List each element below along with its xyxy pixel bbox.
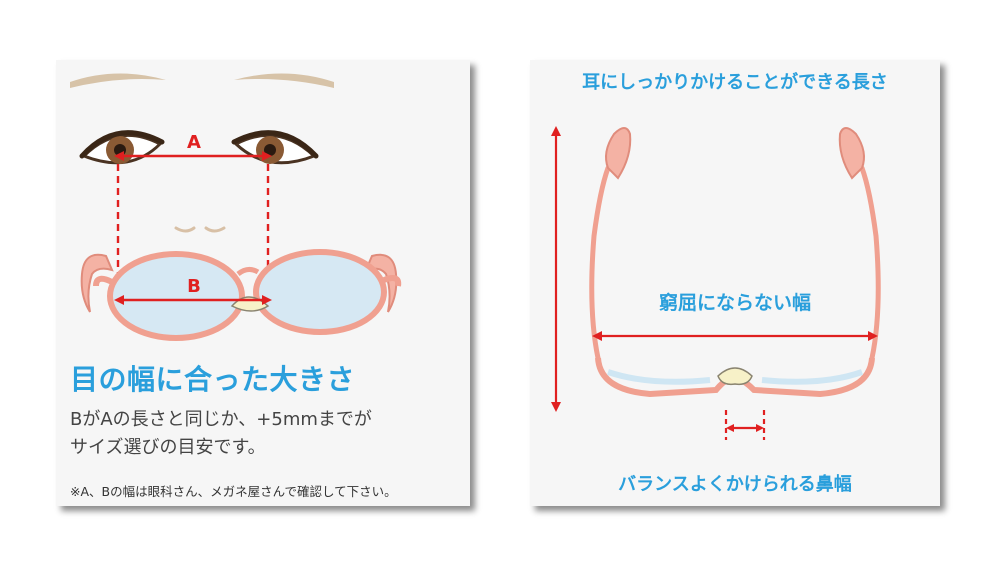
glasses-front (93, 249, 402, 341)
temple-length-arrow (551, 126, 561, 412)
nose (174, 226, 226, 233)
face-glasses-diagram: A B (70, 73, 402, 341)
left-eyebrow (70, 73, 166, 88)
size-guideline-text: BがAの長さと同じか、+5mmまでが サイズ選びの目安です。 (70, 406, 372, 462)
right-temple (364, 253, 398, 313)
nose-width-caption: バランスよくかけられる鼻幅 (618, 474, 852, 495)
nose-width-arrow (724, 410, 766, 440)
left-temple (80, 253, 114, 313)
right-eye (231, 130, 319, 165)
description-line-2: サイズ選びの目安です。 (70, 437, 266, 458)
eye-width-panel: A B 目の幅に合った大きさ BがAの長さと同じか、+5mmまでが (56, 60, 470, 506)
temple-length-caption: 耳にしっかりかけることができる長さ (582, 72, 888, 93)
glasses-front-top (595, 357, 875, 398)
right-eyebrow (234, 73, 334, 88)
frame-width-caption: 窮屈にならない幅 (658, 292, 811, 314)
glasses-top-view-diagram (551, 126, 881, 440)
headline: 目の幅に合った大きさ (70, 363, 356, 396)
nose-bridge-pad (717, 367, 753, 386)
temple-tips (605, 127, 865, 180)
arrow-b (114, 295, 272, 305)
label-a: A (187, 132, 201, 153)
frame-width-arrow (592, 331, 878, 341)
footnote: ※A、Bの幅は眼科さん、メガネ屋さんで確認して下さい。 (70, 484, 397, 499)
label-b: B (187, 276, 201, 297)
frame-dimensions-panel: 耳にしっかりかけることができる長さ (530, 60, 940, 506)
arrow-a (114, 151, 272, 161)
description-line-1: BがAの長さと同じか、+5mmまでが (70, 409, 372, 430)
temple-arms (589, 165, 881, 361)
